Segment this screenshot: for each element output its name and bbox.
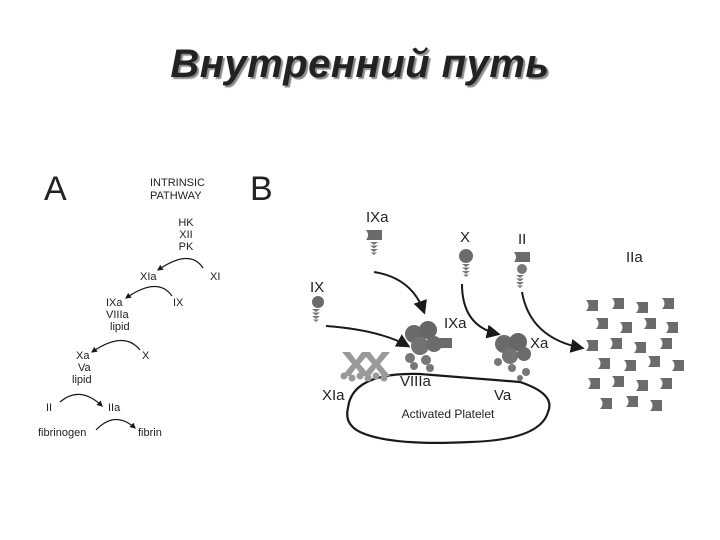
intrinsic-heading-line1: INTRINSIC xyxy=(150,177,205,189)
panel-a-letter: A xyxy=(44,170,67,208)
intrinsic-heading-line2: PATHWAY xyxy=(150,190,202,202)
panel-b-letter: B xyxy=(250,170,273,208)
thrombin-molecules xyxy=(586,298,684,411)
cofactor-viiia: VIIIa xyxy=(106,309,130,321)
label-ixa-mid: IXa xyxy=(444,315,467,332)
factor-iia: IIa xyxy=(108,402,121,414)
activated-platelet xyxy=(346,372,551,444)
arrow-ii-to-prothrombinase xyxy=(521,291,585,353)
label-x-top: X xyxy=(460,229,470,246)
arrow-x-to-tenase xyxy=(461,283,501,339)
xia-cluster xyxy=(340,352,390,382)
label-ii-top: II xyxy=(518,231,526,248)
label-ixa-top: IXa xyxy=(366,209,389,226)
ix-molecule-left xyxy=(312,296,324,322)
fibrinogen-label: fibrinogen xyxy=(38,427,86,439)
tenase-complex xyxy=(405,321,452,372)
factor-ix: IX xyxy=(173,297,184,309)
lipid-1: lipid xyxy=(110,321,130,333)
arrow-x-to-xa xyxy=(91,339,141,353)
arrow-ixa-to-complex xyxy=(373,271,427,315)
arrow-ix-to-complex xyxy=(325,325,411,348)
cofactor-va: Va xyxy=(78,362,92,374)
slide-title: Внутренний путь xyxy=(170,42,550,86)
ixa-molecule-top xyxy=(366,230,382,255)
x-molecule-top xyxy=(459,249,473,277)
arrow-fibrinogen-to-fibrin xyxy=(95,418,136,431)
fibrin-label: fibrin xyxy=(138,427,162,439)
arrow-xi-to-xia xyxy=(157,257,204,271)
lipid-2: lipid xyxy=(72,374,92,386)
label-xa-mid: Xa xyxy=(530,335,549,352)
platelet-label: Activated Platelet xyxy=(402,407,495,421)
label-va: Va xyxy=(494,387,512,404)
arrow-ii-to-iia xyxy=(59,393,103,407)
ii-molecule-top xyxy=(514,252,530,288)
label-iia: IIa xyxy=(626,249,643,266)
factor-ii: II xyxy=(46,402,52,414)
label-ix-left: IX xyxy=(310,279,324,296)
factor-pk: PK xyxy=(179,241,194,253)
label-xia: XIa xyxy=(322,387,345,404)
factor-xii: XII xyxy=(179,229,192,241)
label-viiia: VIIIa xyxy=(400,373,432,390)
arrow-ix-to-ixa xyxy=(125,285,173,299)
factor-xa: Xa xyxy=(76,350,90,362)
prothrombinase-complex xyxy=(494,333,531,381)
panel-a: A INTRINSIC PATHWAY HK XII PK XI XIa IX … xyxy=(38,170,220,439)
factor-hk: HK xyxy=(178,217,194,229)
factor-ixa: IXa xyxy=(106,297,123,309)
factor-xi: XI xyxy=(210,271,220,283)
factor-x: X xyxy=(142,350,150,362)
panel-b: B Activated Platelet IXa X II IIa IX xyxy=(250,170,684,444)
factor-xia: XIa xyxy=(140,271,157,283)
